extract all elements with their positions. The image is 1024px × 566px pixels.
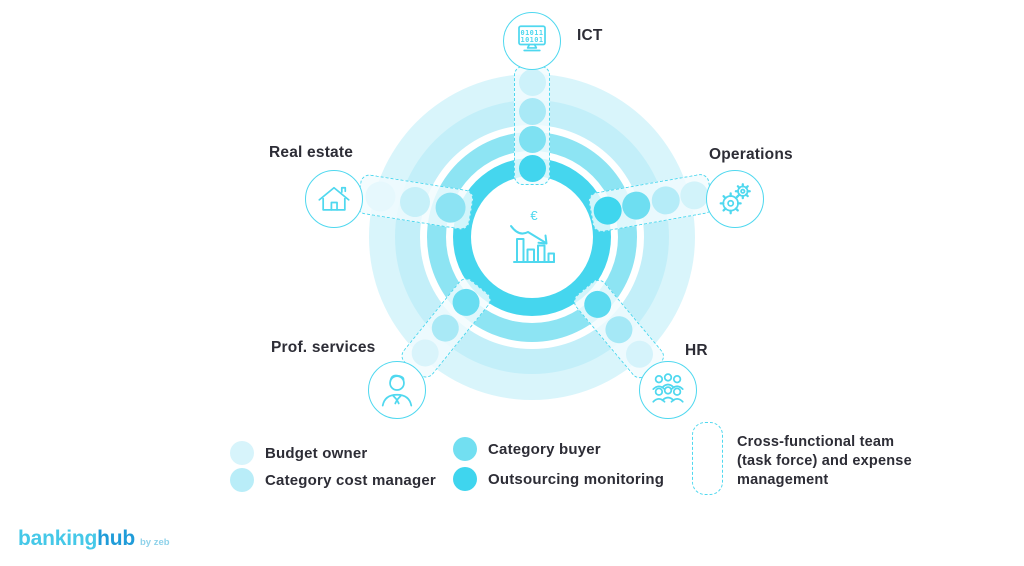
logo-byline: by zeb (140, 537, 170, 548)
svg-text:€: € (530, 208, 538, 223)
legend-label: Budget owner (265, 444, 368, 462)
legend-item-budget-owner: Budget owner (230, 441, 367, 465)
people-icon (639, 361, 697, 419)
center-circle (471, 176, 593, 298)
role-circle (397, 184, 433, 220)
role-circle (518, 68, 546, 96)
legend-swatch (230, 441, 254, 465)
house-icon (305, 170, 363, 228)
gears-icon (706, 170, 764, 228)
label-ict: ICT (577, 27, 603, 44)
legend-item-category-buyer: Category buyer (453, 437, 601, 461)
legend-item-outsourcing-monitoring: Outsourcing monitoring (453, 467, 664, 491)
legend-item-category-cost-manager: Category cost manager (230, 468, 436, 492)
legend-label: Category buyer (488, 440, 601, 458)
role-circle (447, 283, 486, 322)
svg-text:10101: 10101 (520, 36, 543, 44)
cross-functional-team-note: Cross-functional team (task force) and e… (737, 434, 912, 488)
legend-label: Outsourcing monitoring (488, 470, 665, 488)
label-operations: Operations (709, 146, 793, 163)
role-circle (518, 155, 546, 183)
logo-banking: banking (18, 527, 98, 550)
legend-swatch (453, 467, 477, 491)
cross-functional-team-pill (692, 422, 723, 495)
binary-monitor-icon: 01011 10101 (503, 12, 561, 70)
legend-swatch (453, 437, 477, 461)
role-circle (432, 190, 468, 225)
role-circle (620, 189, 653, 222)
svg-text:01011: 01011 (520, 29, 543, 37)
role-circle (518, 97, 546, 125)
bankinghub-logo: banking hub by zeb (18, 527, 170, 551)
person-icon (368, 361, 426, 419)
role-circle (362, 179, 398, 214)
legend-swatch (230, 468, 254, 492)
role-circle (591, 194, 624, 227)
cost-decline-chart-icon: € (510, 208, 555, 263)
legend-label: Category cost manager (265, 471, 436, 489)
role-circle (649, 184, 682, 217)
spoke-ict (514, 66, 550, 185)
logo-hub: hub (97, 527, 135, 550)
label-prof-services: Prof. services (271, 339, 376, 356)
label-real-estate: Real estate (269, 144, 354, 161)
label-hr: HR (685, 342, 708, 359)
role-circle (518, 126, 546, 154)
